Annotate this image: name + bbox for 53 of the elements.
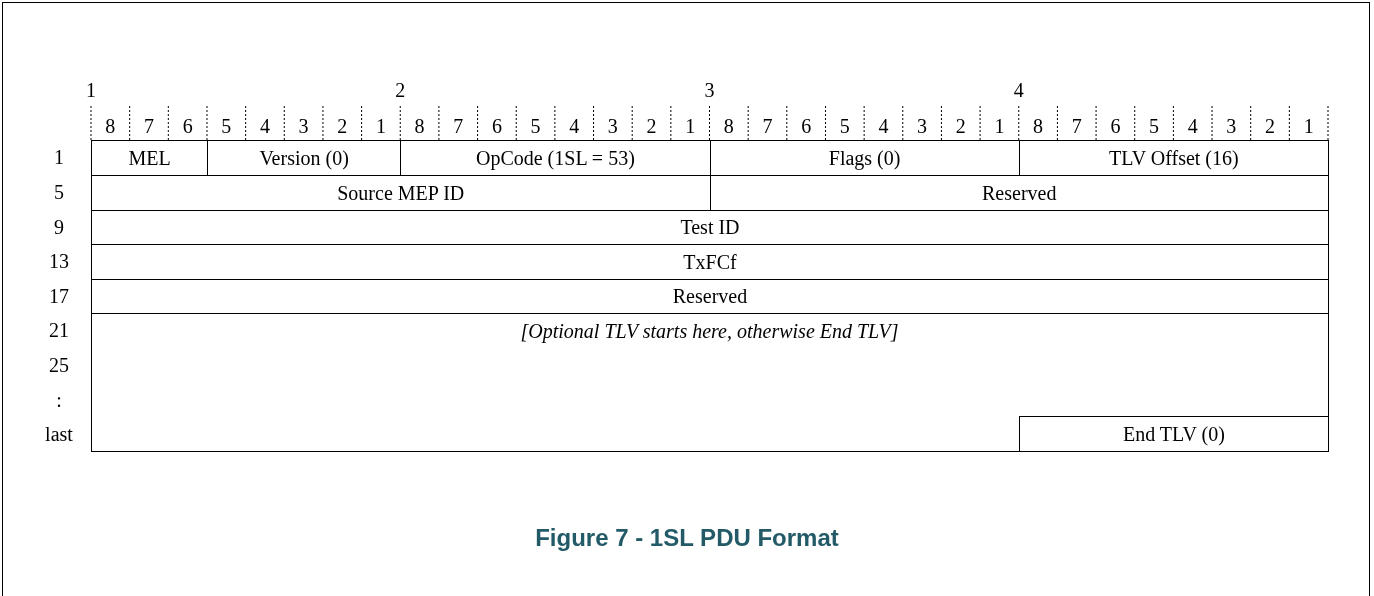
octet-number: 4 xyxy=(1012,80,1025,100)
bit-number: 3 xyxy=(297,116,310,136)
bit-number: 6 xyxy=(1109,116,1122,136)
pdu-field: MEL xyxy=(91,140,208,176)
row-offset: 9 xyxy=(53,217,65,237)
pdu-field: Test ID xyxy=(91,210,1329,245)
row-offset: 25 xyxy=(48,355,70,375)
bit-number: 7 xyxy=(761,116,774,136)
bit-number: 4 xyxy=(568,116,581,136)
bit-number: 4 xyxy=(258,116,271,136)
row-offset: 21 xyxy=(48,320,70,340)
pdu-field: TLV Offset (16) xyxy=(1018,140,1329,176)
bit-number: 2 xyxy=(645,116,658,136)
row-offset: 13 xyxy=(48,251,70,271)
bit-number: 6 xyxy=(490,116,503,136)
row-offset: 17 xyxy=(48,286,70,306)
bit-number: 1 xyxy=(993,116,1006,136)
bit-number: 8 xyxy=(104,116,117,136)
row-offset: last xyxy=(44,424,74,444)
bit-number: 3 xyxy=(606,116,619,136)
octet-number: 3 xyxy=(703,80,716,100)
octet-number: 2 xyxy=(394,80,407,100)
bit-number: 7 xyxy=(143,116,155,136)
bit-number: 3 xyxy=(916,116,929,136)
figure-caption: Figure 7 - 1SL PDU Format xyxy=(534,524,840,552)
bit-number: 4 xyxy=(877,116,890,136)
bit-number: 2 xyxy=(954,116,967,136)
bit-number: 5 xyxy=(838,116,851,136)
octet-number: 1 xyxy=(85,80,97,100)
bit-number: 3 xyxy=(1225,116,1238,136)
bit-number: 5 xyxy=(1148,116,1161,136)
row-offset: : xyxy=(55,390,63,410)
bit-number: 7 xyxy=(1070,116,1083,136)
row-offset: 5 xyxy=(53,182,65,202)
bit-number: 6 xyxy=(800,116,813,136)
pdu-field: Reserved xyxy=(91,279,1329,314)
pdu-field: TxFCf xyxy=(91,244,1329,280)
bit-number: 4 xyxy=(1186,116,1199,136)
tlv-note: [Optional TLV starts here, otherwise End TLV] xyxy=(519,321,900,341)
bit-number: 8 xyxy=(413,116,426,136)
bit-number: 1 xyxy=(374,116,387,136)
pdu-field: End TLV (0) xyxy=(1018,416,1329,452)
bit-number: 5 xyxy=(220,116,233,136)
bit-number: 2 xyxy=(1264,116,1276,136)
bit-number: 7 xyxy=(452,116,465,136)
bit-number: 8 xyxy=(722,116,735,136)
bit-number: 8 xyxy=(1032,116,1045,136)
bit-number: 1 xyxy=(1302,116,1315,136)
bit-number: 1 xyxy=(684,116,697,136)
row-offset: 1 xyxy=(53,147,65,167)
bit-number: 5 xyxy=(529,116,542,136)
bit-number: 6 xyxy=(181,116,194,136)
bit-number: 2 xyxy=(336,116,349,136)
